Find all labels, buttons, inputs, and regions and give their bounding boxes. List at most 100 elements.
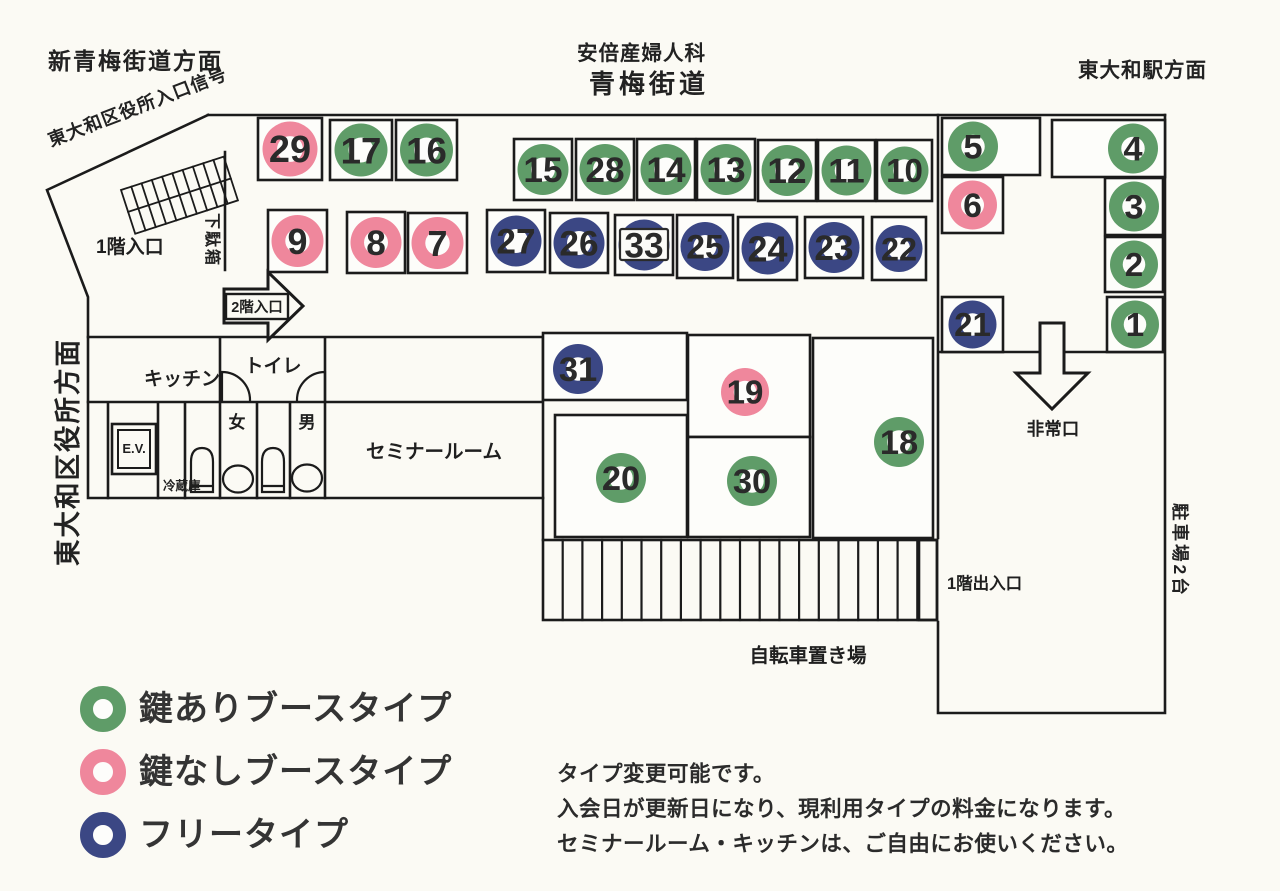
booth-box bbox=[811, 336, 935, 540]
elevator-label: E.V. bbox=[122, 441, 145, 456]
booth-number: 24 bbox=[748, 230, 788, 270]
bicycle-parking-label: 自転車置き場 bbox=[749, 644, 867, 667]
entrance-2f-label-box bbox=[224, 292, 290, 321]
no_key-ring-icon bbox=[80, 749, 126, 795]
shoe-box-label: 下駄箱 bbox=[203, 213, 220, 268]
key-ring-icon bbox=[80, 686, 126, 732]
emergency-exit-label: 非常口 bbox=[1027, 419, 1080, 439]
free-ring-icon bbox=[80, 812, 126, 858]
legend-label: 鍵ありブースタイプ bbox=[139, 690, 453, 728]
booth-number: 5 bbox=[963, 129, 982, 167]
booth-number: 2 bbox=[1125, 247, 1143, 284]
toilet-door-right bbox=[295, 370, 327, 402]
booth-27: 27 bbox=[485, 208, 547, 274]
booth-number: 10 bbox=[886, 153, 923, 190]
booth-circle-center bbox=[733, 380, 757, 404]
booth-circle-center bbox=[822, 235, 846, 260]
booth-30: 30 bbox=[686, 435, 812, 539]
women-label: 女 bbox=[229, 412, 246, 432]
booth-circle-center bbox=[887, 430, 911, 454]
clinic-label: 安倍産婦人科 bbox=[577, 42, 706, 65]
legend-item-no_key: 鍵なしブースタイプ bbox=[80, 749, 452, 795]
booth-2: 2 bbox=[1103, 235, 1165, 294]
booth-number: 31 bbox=[559, 351, 597, 389]
road-top-right: 東大和駅方面 bbox=[1078, 59, 1207, 82]
elevator-box-inner bbox=[117, 429, 151, 469]
toilet-door-left bbox=[220, 370, 252, 402]
booth-circle-center bbox=[425, 230, 450, 256]
booth-circle-center bbox=[277, 136, 303, 162]
legend-item-key: 鍵ありブースタイプ bbox=[80, 686, 452, 732]
booth-7: 7 bbox=[406, 211, 469, 275]
booth-number: 16 bbox=[406, 131, 447, 172]
booth-circle-center bbox=[893, 159, 916, 182]
booth-6: 6 bbox=[940, 175, 1005, 235]
booth-number: 4 bbox=[1123, 131, 1142, 169]
booth-number: 6 bbox=[963, 187, 982, 225]
legend-label: 鍵なしブースタイプ bbox=[139, 753, 453, 791]
note-line-3: セミナールーム・キッチンは、ご自由にお使いください。 bbox=[557, 832, 1129, 856]
booth-5: 5 bbox=[940, 116, 1042, 177]
booth-9: 9 bbox=[266, 208, 329, 274]
booth-21: 21 bbox=[940, 295, 1005, 354]
booth-type-legend: 鍵ありブースタイプ鍵なしブースタイプフリータイプ bbox=[80, 686, 452, 875]
booth-22: 22 bbox=[870, 215, 928, 282]
booth-number: 28 bbox=[585, 151, 624, 190]
booth-number: 18 bbox=[880, 424, 918, 462]
booth-circle-center bbox=[566, 357, 590, 381]
booth-number: 25 bbox=[686, 229, 724, 267]
booth-number: 29 bbox=[269, 129, 311, 171]
toilet-label: トイレ bbox=[244, 356, 301, 377]
kitchen-label: キッチン bbox=[144, 369, 220, 390]
note-line-1: タイプ変更可能です。 bbox=[557, 762, 775, 786]
booth-15: 15 bbox=[512, 137, 574, 202]
staircase bbox=[119, 155, 240, 235]
booth-circle-center bbox=[285, 228, 310, 254]
booth-circle-center bbox=[775, 158, 799, 183]
refrigerator-label: 冷蔵庫 bbox=[163, 478, 201, 493]
booth-19: 19 bbox=[686, 333, 812, 439]
men-label: 男 bbox=[299, 413, 316, 432]
entrance-2f-label: 2階入口 bbox=[231, 298, 283, 316]
booth-24: 24 bbox=[736, 215, 799, 282]
booth-number: 3 bbox=[1124, 189, 1143, 227]
booth-number: 11 bbox=[828, 153, 864, 191]
booth-number: 23 bbox=[814, 229, 853, 268]
booth-circle-center bbox=[887, 237, 911, 260]
booth-circle-center bbox=[693, 234, 717, 259]
notes-block: タイプ変更可能です。 入会日が更新日になり、現利用タイプの料金になります。 セミ… bbox=[557, 757, 1128, 862]
booth-number: 19 bbox=[727, 375, 764, 412]
booth-1: 1 bbox=[1105, 295, 1165, 354]
booth-number: 13 bbox=[706, 151, 745, 190]
booth-number: 14 bbox=[646, 151, 686, 190]
emergency-exit-arrow bbox=[1012, 321, 1092, 412]
booth-number: 27 bbox=[496, 223, 535, 262]
booth-number: 17 bbox=[341, 131, 382, 172]
road-center: 青梅街道 bbox=[589, 69, 710, 99]
booth-circle-center bbox=[834, 158, 859, 183]
booth-12: 12 bbox=[756, 138, 818, 203]
booth-11: 11 bbox=[816, 138, 877, 203]
booth-circle-center bbox=[609, 466, 633, 490]
road-top-left: 新青梅街道方面 bbox=[48, 48, 223, 74]
urinal-left bbox=[189, 446, 215, 494]
booth-25: 25 bbox=[675, 213, 735, 280]
booth-number: 12 bbox=[767, 152, 806, 191]
booth-3: 3 bbox=[1103, 176, 1165, 237]
booth-8: 8 bbox=[345, 210, 407, 275]
booth-number: 22 bbox=[881, 232, 917, 268]
booth-number: 33 bbox=[624, 227, 663, 266]
booth-circle-center bbox=[348, 137, 374, 163]
booth-badge bbox=[618, 227, 670, 262]
note-line-2: 入会日が更新日になり、現利用タイプの料金になります。 bbox=[557, 797, 1126, 821]
booth-number: 9 bbox=[288, 222, 308, 262]
booth-number: 8 bbox=[366, 224, 386, 263]
booth-28: 28 bbox=[574, 137, 636, 202]
booth-number: 30 bbox=[733, 463, 771, 501]
booth-circle-center bbox=[364, 230, 388, 255]
booth-14: 14 bbox=[635, 137, 697, 202]
elevator-box-outer bbox=[110, 422, 158, 476]
building-left-wall bbox=[45, 113, 545, 542]
booth-number: 15 bbox=[523, 151, 562, 190]
